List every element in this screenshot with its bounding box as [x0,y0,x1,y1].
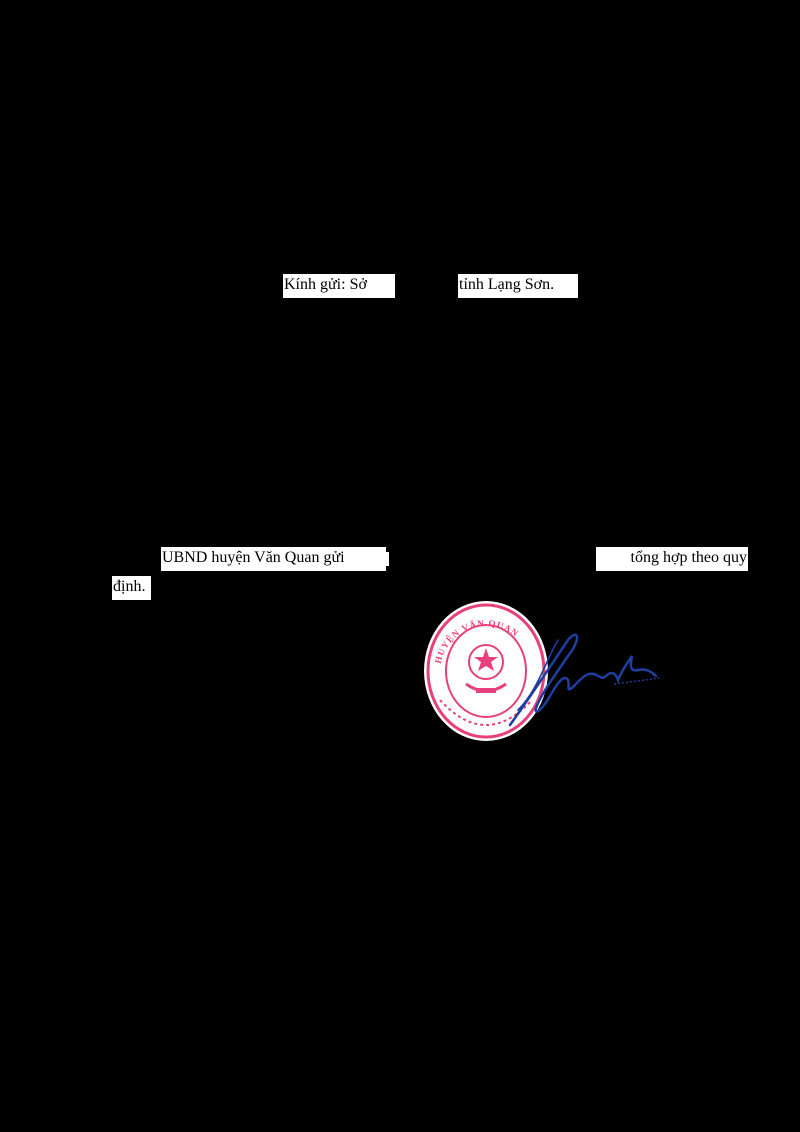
partial-glyph [385,552,389,566]
seal-signature-graphic: HUYỆN VĂN QUAN [424,601,661,741]
body-text-start: UBND huyện Văn Quan gửi [162,549,345,566]
body-line-start: UBND huyện Văn Quan gửi [161,547,386,571]
body-line-continuation: định. [112,576,151,600]
partial-glyph [386,279,391,293]
signature-mark [508,633,658,727]
body-text-end: tổng hợp theo quy [630,549,747,566]
recipient-line-start: Kính gửi: Sở [283,274,395,298]
national-emblem-icon [465,644,507,693]
stamp-backdrop [424,601,548,741]
body-line-end: tổng hợp theo quy [596,547,748,571]
seal-and-signature: HUYỆN VĂN QUAN [418,600,668,750]
recipient-line-end: tỉnh Lạng Sơn. [458,274,578,298]
recipient-text-start: Kính gửi: Sở [284,276,367,293]
body-text-continuation: định. [113,578,146,595]
recipient-text-end: tỉnh Lạng Sơn. [459,276,555,293]
